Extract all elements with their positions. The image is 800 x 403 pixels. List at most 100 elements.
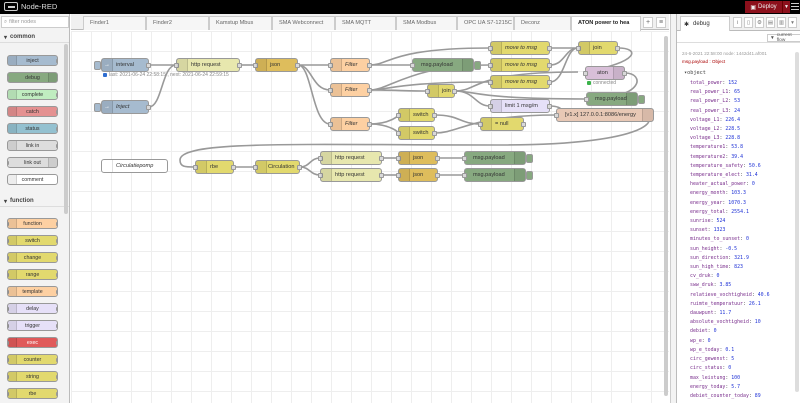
flow-node-circulation-switch[interactable]: Circulation — [253, 160, 302, 174]
flow-node-msg-payload-3[interactable]: msg.payload — [462, 151, 533, 165]
output-port[interactable] — [237, 63, 242, 68]
input-port[interactable] — [174, 63, 179, 68]
deploy-button[interactable]: ▣ Deploy — [745, 1, 782, 13]
output-port[interactable] — [432, 131, 437, 136]
palette-category-function[interactable]: ▾ function — [0, 196, 69, 207]
input-port[interactable] — [328, 88, 333, 93]
flow-node-join-2[interactable]: join — [425, 84, 457, 98]
palette-scrollbar[interactable] — [64, 44, 68, 214]
input-port[interactable] — [478, 122, 483, 127]
output-port[interactable] — [547, 80, 552, 85]
output-port[interactable] — [231, 165, 236, 170]
flow-node-move-to-msg-2[interactable]: move to msg — [488, 58, 552, 72]
config-gear-icon[interactable]: ⚙ — [755, 17, 764, 28]
input-port[interactable] — [396, 113, 401, 118]
current-flow-filter-button[interactable]: ▼ current flow — [767, 33, 800, 43]
flow-node-msg-payload-2[interactable]: msg.payload — [584, 92, 645, 106]
flow-node-inject[interactable]: → Inject — [94, 100, 151, 114]
output-port[interactable] — [297, 165, 302, 170]
flow-node-json-3[interactable]: json — [396, 168, 440, 182]
input-port[interactable] — [253, 165, 258, 170]
flow-node-influxdb-out[interactable]: [v1.x] 127.0.0.1:8086/energy — [554, 108, 654, 122]
input-port[interactable] — [462, 156, 467, 161]
tab-sma-webconnect[interactable]: SMA Webconnect — [272, 16, 335, 30]
palette-node-trigger[interactable]: trigger — [7, 320, 58, 331]
debug-object-toggle[interactable]: ▾object — [684, 70, 706, 76]
input-port[interactable] — [253, 63, 258, 68]
palette-node-exec[interactable]: exec — [7, 337, 58, 348]
palette-node-link-out[interactable]: link out — [7, 157, 58, 168]
tab-kamstup-mbus[interactable]: Kamstup Mbus — [209, 16, 272, 30]
output-port[interactable] — [547, 63, 552, 68]
tab-opc-ua[interactable]: OPC UA S7-1215C — [457, 16, 514, 30]
debug-toggle-button[interactable] — [526, 154, 533, 163]
input-port[interactable] — [396, 173, 401, 178]
flow-node-aton[interactable]: aton — [583, 66, 627, 80]
palette-node-comment[interactable]: comment — [7, 174, 58, 185]
output-port[interactable] — [521, 122, 526, 127]
flow-node-null-change[interactable]: = null — [478, 117, 526, 131]
output-port[interactable] — [452, 89, 457, 94]
flow-node-move-to-msg-3[interactable]: move to msg — [488, 75, 552, 89]
flow-node-switch-1[interactable]: switch — [396, 108, 437, 122]
palette-category-common[interactable]: ▾ common — [0, 32, 69, 43]
inject-trigger-button[interactable] — [94, 61, 101, 70]
debug-toggle-button[interactable] — [526, 171, 533, 180]
flow-node-http-request-2[interactable]: http request — [318, 151, 384, 165]
input-port[interactable] — [410, 63, 415, 68]
input-port[interactable] — [488, 63, 493, 68]
tab-finder1[interactable]: Finder1 — [83, 16, 146, 30]
workspace-scrollbar[interactable] — [664, 36, 668, 396]
input-port[interactable] — [576, 46, 581, 51]
flow-node-json-1[interactable]: json — [253, 58, 300, 72]
sidebar-scrollbar[interactable] — [795, 52, 799, 392]
palette-node-string[interactable]: string — [7, 371, 58, 382]
palette-node-counter[interactable]: counter — [7, 354, 58, 365]
palette-node-range[interactable]: range — [7, 269, 58, 280]
flow-node-msg-payload-1[interactable]: msg.payload — [410, 58, 481, 72]
palette-node-inject[interactable]: inject — [7, 55, 58, 66]
palette-node-debug[interactable]: debug — [7, 72, 58, 83]
tab-deconz[interactable]: Deconz — [514, 16, 571, 30]
input-port[interactable] — [193, 165, 198, 170]
output-port[interactable] — [547, 104, 552, 109]
sidebar-chevron-down-icon[interactable]: ▾ — [788, 17, 797, 28]
output-port[interactable] — [432, 113, 437, 118]
input-port[interactable] — [328, 63, 333, 68]
flow-node-interval[interactable]: → interval — [94, 58, 151, 72]
flow-node-join-1[interactable]: join — [576, 41, 620, 55]
input-port[interactable] — [462, 173, 467, 178]
output-port[interactable] — [547, 46, 552, 51]
help-book-icon[interactable]: ▯ — [744, 17, 753, 28]
palette-node-catch[interactable]: catch — [7, 106, 58, 117]
input-port[interactable] — [488, 46, 493, 51]
flow-node-limit[interactable]: limit 1 msg/m — [488, 99, 552, 113]
tab-finder2[interactable]: Finder2 — [146, 16, 209, 30]
flow-node-filter-1[interactable]: Filter — [328, 58, 372, 72]
input-port[interactable] — [488, 80, 493, 85]
flow-node-comment-circulatiepomp[interactable]: Circulatiepomp — [101, 159, 168, 173]
output-port[interactable] — [146, 105, 151, 110]
sidebar-resize-handle[interactable] — [670, 14, 676, 403]
inject-trigger-button[interactable] — [94, 103, 101, 112]
input-port[interactable] — [396, 156, 401, 161]
dashboard-chart-icon[interactable]: ▥ — [777, 17, 786, 28]
output-port[interactable] — [367, 122, 372, 127]
tab-debug[interactable]: ✱ debug — [680, 16, 730, 31]
palette-node-status[interactable]: status — [7, 123, 58, 134]
flow-node-http-request-1[interactable]: http request — [174, 58, 242, 72]
input-port[interactable] — [584, 97, 589, 102]
input-port[interactable] — [583, 71, 588, 76]
tab-sma-modbus[interactable]: SMA Modbus — [396, 16, 457, 30]
tab-aton-power[interactable]: ATON power to hea — [571, 16, 641, 31]
palette-node-change[interactable]: change — [7, 252, 58, 263]
context-data-icon[interactable]: ▤ — [766, 17, 775, 28]
palette-node-complete[interactable]: complete — [7, 89, 58, 100]
main-menu-hamburger-icon[interactable] — [791, 3, 799, 11]
debug-toggle-button[interactable] — [638, 95, 645, 104]
palette-node-rbe[interactable]: rbe — [7, 388, 58, 399]
output-port[interactable] — [367, 63, 372, 68]
info-icon[interactable]: i — [733, 17, 742, 28]
palette-filter-input[interactable]: ⌕ filter nodes — [1, 16, 69, 28]
input-port[interactable] — [488, 104, 493, 109]
